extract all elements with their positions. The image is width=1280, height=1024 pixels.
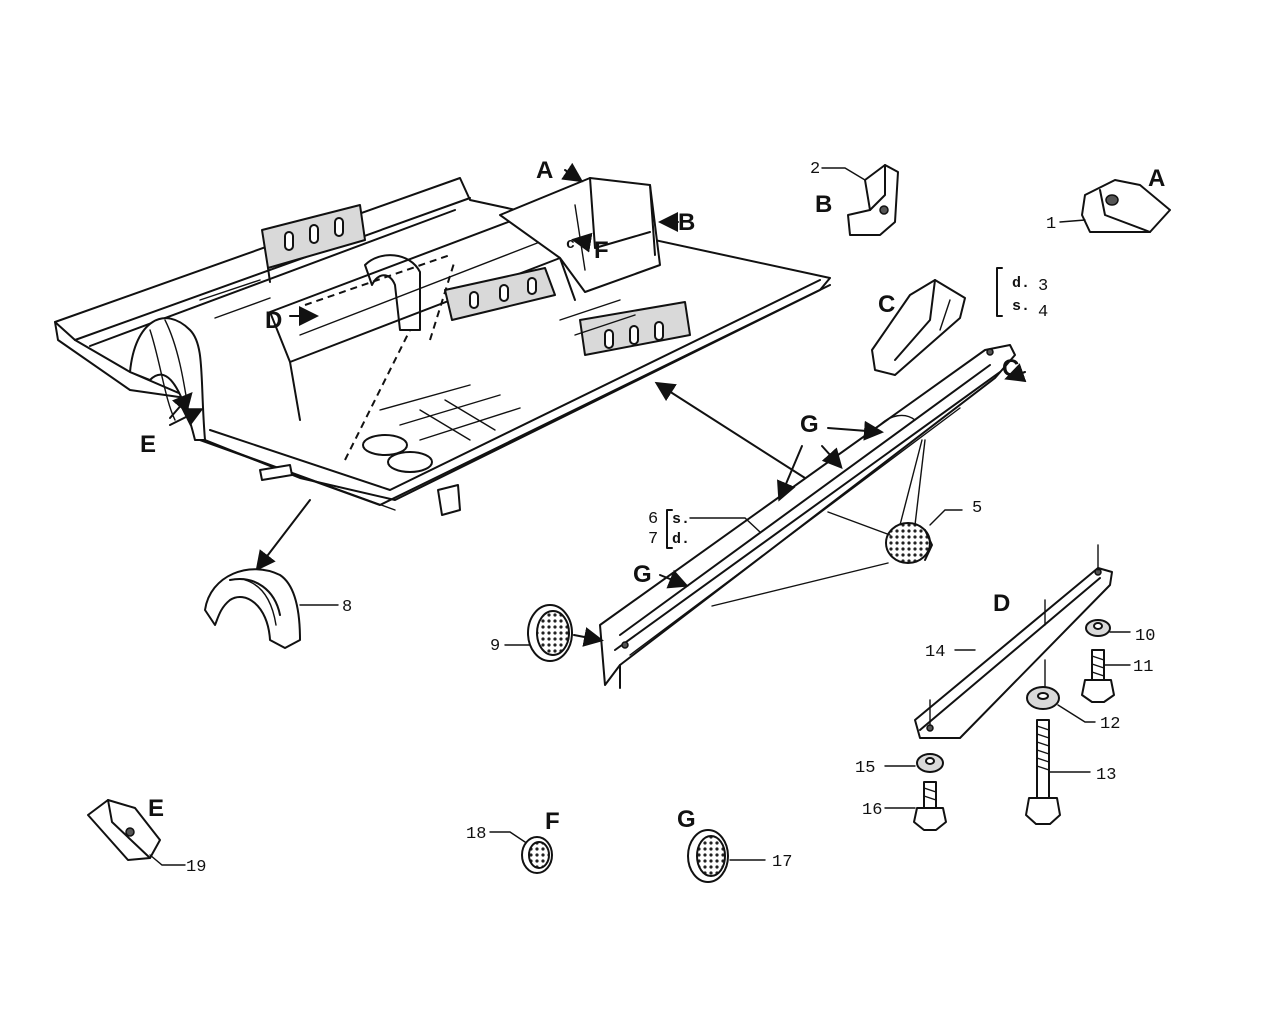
label-e-main: E xyxy=(140,431,156,458)
part-number-18: 18 xyxy=(466,825,486,844)
part-number-4: 4 xyxy=(1038,303,1048,322)
part-number-11: 11 xyxy=(1133,658,1153,677)
part-c-bracket xyxy=(871,279,966,376)
label-f-small: c xyxy=(566,236,575,253)
part-12-washer xyxy=(1026,686,1096,723)
side-mark-c-d: d. xyxy=(1012,275,1030,292)
label-f-part: F xyxy=(545,808,560,835)
part-a-bracket xyxy=(1059,179,1171,233)
part-number-13: 13 xyxy=(1096,766,1116,785)
part-10-washer xyxy=(1085,619,1131,637)
part-number-15: 15 xyxy=(855,759,875,778)
part-number-16: 16 xyxy=(862,801,882,820)
label-c-part: C xyxy=(878,291,895,318)
part-number-10: 10 xyxy=(1135,627,1155,646)
part-b-bracket xyxy=(821,164,899,236)
part-number-12: 12 xyxy=(1100,715,1120,734)
label-b-part: B xyxy=(815,191,832,218)
floor-pan-assembly xyxy=(54,177,831,516)
side-mark-g-s: s. xyxy=(672,511,690,528)
part-d-crossbar xyxy=(914,544,1113,739)
part-number-9: 9 xyxy=(490,637,500,656)
part-e-bracket xyxy=(87,799,186,866)
label-b-main: B xyxy=(678,209,695,236)
label-d-part: D xyxy=(993,590,1010,617)
part-9-grommet xyxy=(504,604,573,662)
part-number-2: 2 xyxy=(810,160,820,179)
label-f-main: F xyxy=(594,237,609,264)
part-g-sill-rail xyxy=(599,344,1016,689)
part-number-5: 5 xyxy=(972,499,982,518)
part-number-19: 19 xyxy=(186,858,206,877)
part-number-3: 3 xyxy=(1038,277,1048,296)
part-number-7: 7 xyxy=(648,530,658,549)
part-number-1: 1 xyxy=(1046,215,1056,234)
part-13-long-bolt xyxy=(1025,719,1091,825)
label-e-part: E xyxy=(148,795,164,822)
part-g-grommet xyxy=(687,829,766,883)
part-f-grommet xyxy=(489,831,553,874)
part-number-14: 14 xyxy=(925,643,945,662)
label-a-main: A xyxy=(536,157,553,184)
side-mark-c-s: s. xyxy=(1012,298,1030,315)
part-8-arch-cover xyxy=(204,568,339,649)
part-11-bolt xyxy=(1081,649,1131,703)
part-5-grommet xyxy=(885,509,963,564)
part-16-bolt xyxy=(884,781,947,831)
label-g-part: G xyxy=(677,806,696,833)
side-mark-g-d: d. xyxy=(672,531,690,548)
label-d-main: D xyxy=(265,307,282,334)
part-number-17: 17 xyxy=(772,853,792,872)
part-number-8: 8 xyxy=(342,598,352,617)
part-number-6: 6 xyxy=(648,510,658,529)
part-15-washer xyxy=(884,753,944,773)
label-a-part: A xyxy=(1148,165,1165,192)
label-g-main: G xyxy=(800,411,819,438)
label-g-left: G xyxy=(633,561,652,588)
